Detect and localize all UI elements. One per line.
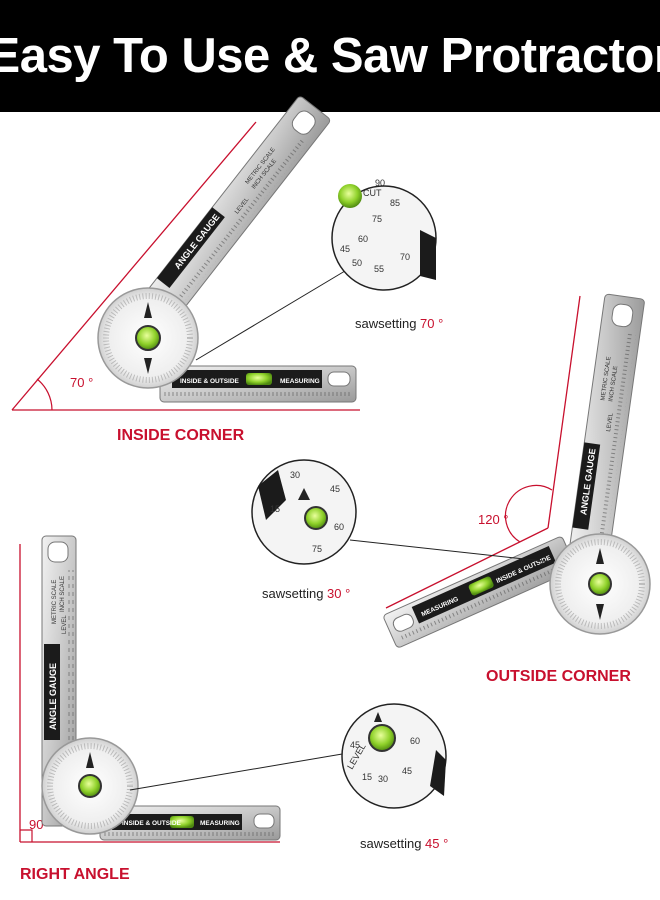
right-zoom-leader (129, 751, 355, 791)
inside-angle-label: 70 ° (70, 375, 93, 390)
outside-protractor-dial (549, 533, 651, 635)
inside-zoom-cut: CUT (363, 188, 382, 198)
outside-zoom-15: 15 (270, 504, 280, 514)
right-angle-label: RIGHT ANGLE (20, 866, 130, 883)
right-blade-label-inside-outside: INSIDE & OUTSIDE (122, 820, 182, 827)
outside-guide-line-lower (385, 527, 549, 609)
right-angle-mark (20, 829, 33, 842)
right-zoom-45b: 45 (402, 766, 412, 776)
inside-corner-label: INSIDE CORNER (117, 427, 245, 444)
outside-corner-label: OUTSIDE CORNER (486, 668, 631, 685)
outside-blade-label-inch: INCH SCALE (608, 366, 619, 403)
inside-zoom-70: 70 (400, 252, 410, 262)
inside-sawsetting-label: sawsetting 70 ° (355, 316, 443, 331)
inside-zoom-90: 90 (375, 178, 385, 188)
right-blade-label-metric: METRIC SCALE (52, 580, 58, 624)
right-zoom-view: 45 60 15 30 45 LEVEL (341, 703, 447, 809)
inside-blade-label-measuring: MEASURING (280, 378, 320, 385)
inside-protractor-dial (97, 287, 199, 389)
outside-angle-label: 120 ° (478, 512, 509, 527)
outside-sawsetting-label: sawsetting 30 ° (262, 586, 350, 601)
outside-upper-blade: ANGLE GAUGE LEVEL METRIC SCALE INCH SCAL… (568, 293, 645, 563)
inside-upper-blade: ANGLE GAUGE LEVEL METRIC SCALE INCH SCAL… (133, 96, 331, 334)
right-angle-group: 90 ° ANGLE GAUGE LEVEL METRIC SCALE INCH… (19, 535, 448, 883)
inside-guide-line-upper (11, 121, 257, 411)
right-protractor-dial (41, 737, 139, 835)
right-blade-label-inch: INCH SCALE (60, 576, 66, 612)
inside-zoom-leader (195, 261, 361, 361)
outside-zoom-view: 30 15 45 60 75 (251, 459, 357, 565)
outside-guide-line-upper (547, 295, 581, 529)
inside-zoom-view: CUT 90 85 75 60 45 50 55 70 (331, 178, 437, 291)
outside-zoom-leader (349, 539, 553, 563)
outside-zoom-60: 60 (334, 522, 344, 532)
inside-zoom-45: 45 (340, 244, 350, 254)
page-title: Easy To Use & Saw Protractor (0, 29, 660, 83)
outside-zoom-45: 45 (330, 484, 340, 494)
right-blade-label-gauge: ANGLE GAUGE (48, 663, 58, 730)
right-blade-label-level: LEVEL (62, 615, 68, 634)
right-sawsetting-label: sawsetting 45 ° (360, 836, 448, 851)
inside-lower-blade: INSIDE & OUTSIDE MEASURING (159, 365, 357, 403)
inside-zoom-75: 75 (372, 214, 382, 224)
right-zoom-60: 60 (410, 736, 420, 746)
inside-angle-arc (36, 378, 53, 411)
inside-zoom-85: 85 (390, 198, 400, 208)
inside-zoom-50: 50 (352, 258, 362, 268)
right-zoom-15: 15 (362, 772, 372, 782)
right-blade-label-measuring: MEASURING (200, 820, 240, 827)
inside-blade-label-inside-outside: INSIDE & OUTSIDE (180, 378, 240, 385)
inside-corner-group: 70 ° ANGLE GAUGE LEVEL METRIC SCALE INCH… (11, 96, 443, 444)
outside-lower-blade: MEASURING INSIDE & OUTSIDE (383, 536, 576, 648)
outside-zoom-30: 30 (290, 470, 300, 480)
inside-zoom-55: 55 (374, 264, 384, 274)
right-zoom-30: 30 (378, 774, 388, 784)
header-banner: Easy To Use & Saw Protractor (0, 0, 660, 112)
right-zoom-45a: 45 (350, 740, 360, 750)
outside-corner-group: 120 ° ANGLE GAUGE LEVEL METRIC SCALE INC… (251, 293, 651, 685)
right-horizontal-blade: INSIDE & OUTSIDE MEASURING (99, 805, 281, 841)
outside-angle-arc (504, 484, 553, 543)
outside-blade-label-level: LEVEL (606, 412, 615, 432)
inside-zoom-60: 60 (358, 234, 368, 244)
outside-zoom-75: 75 (312, 544, 322, 554)
